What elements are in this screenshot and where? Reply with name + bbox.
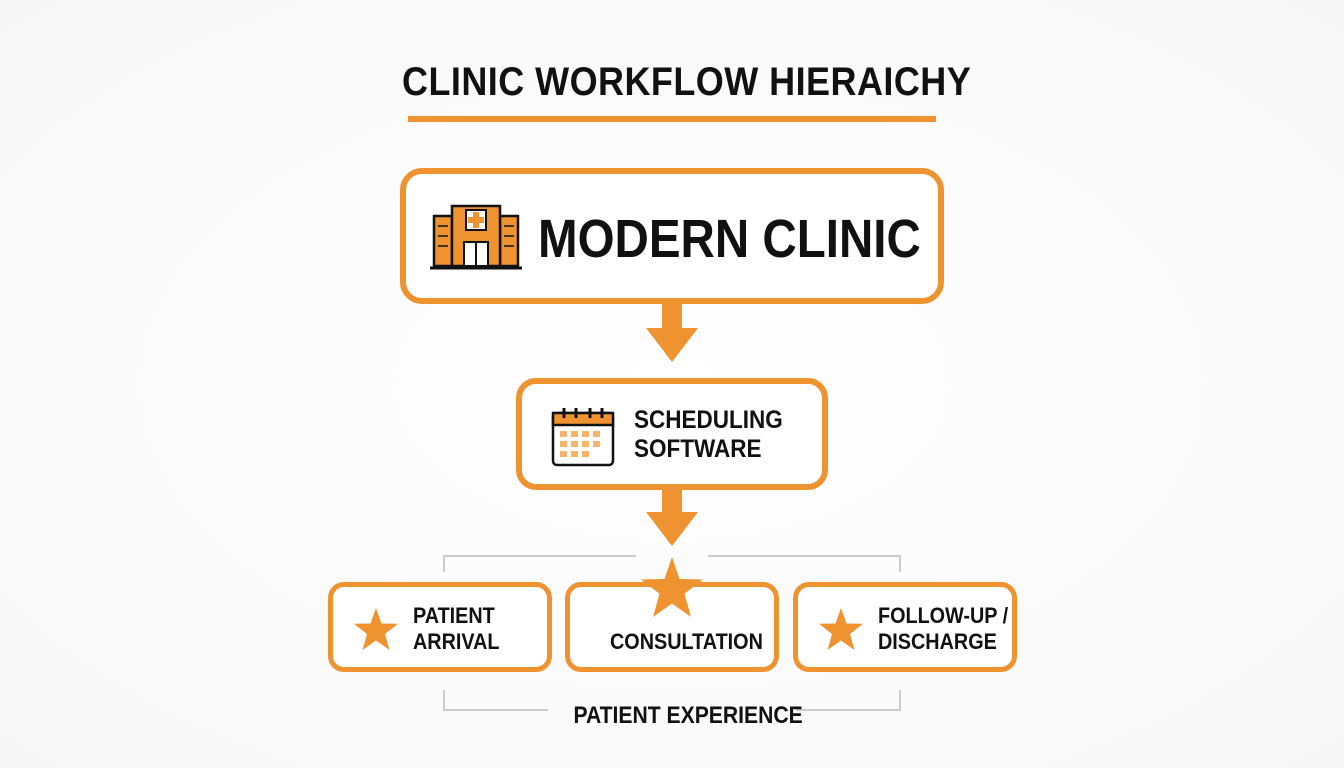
title-underline bbox=[408, 116, 936, 122]
node-follow-up-discharge: FOLLOW-UP / DISCHARGE bbox=[793, 582, 1017, 672]
star-icon bbox=[819, 608, 863, 650]
star-icon bbox=[354, 608, 398, 650]
group-label-patient-experience: PATIENT EXPERIENCE bbox=[573, 702, 803, 729]
label-line-2: DISCHARGE bbox=[878, 629, 997, 654]
label-line-2: SOFTWARE bbox=[634, 435, 762, 463]
label-line-1: FOLLOW-UP / bbox=[878, 603, 1009, 628]
label-line-2: ARRIVAL bbox=[413, 629, 500, 654]
node-follow-up-discharge-label: FOLLOW-UP / DISCHARGE bbox=[878, 603, 1008, 655]
diagram-title: CLINIC WORKFLOW HIERAICHY bbox=[402, 60, 972, 104]
calendar-icon bbox=[551, 408, 615, 467]
node-modern-clinic: MODERN CLINIC bbox=[400, 168, 944, 304]
star-icon bbox=[641, 557, 703, 617]
label-line-1: PATIENT bbox=[413, 603, 495, 628]
node-consultation-label: CONSULTATION bbox=[610, 629, 763, 654]
node-patient-arrival: PATIENT ARRIVAL bbox=[328, 582, 552, 672]
node-modern-clinic-label: MODERN CLINIC bbox=[538, 209, 921, 269]
label-line-1: SCHEDULING bbox=[634, 406, 783, 434]
arrow-down-icon bbox=[646, 488, 698, 546]
arrow-down-icon bbox=[646, 302, 698, 362]
hospital-building-icon bbox=[430, 204, 522, 270]
node-scheduling-software: SCHEDULING SOFTWARE bbox=[516, 378, 828, 490]
node-scheduling-software-label: SCHEDULING SOFTWARE bbox=[634, 406, 783, 464]
node-patient-arrival-label: PATIENT ARRIVAL bbox=[413, 603, 500, 655]
